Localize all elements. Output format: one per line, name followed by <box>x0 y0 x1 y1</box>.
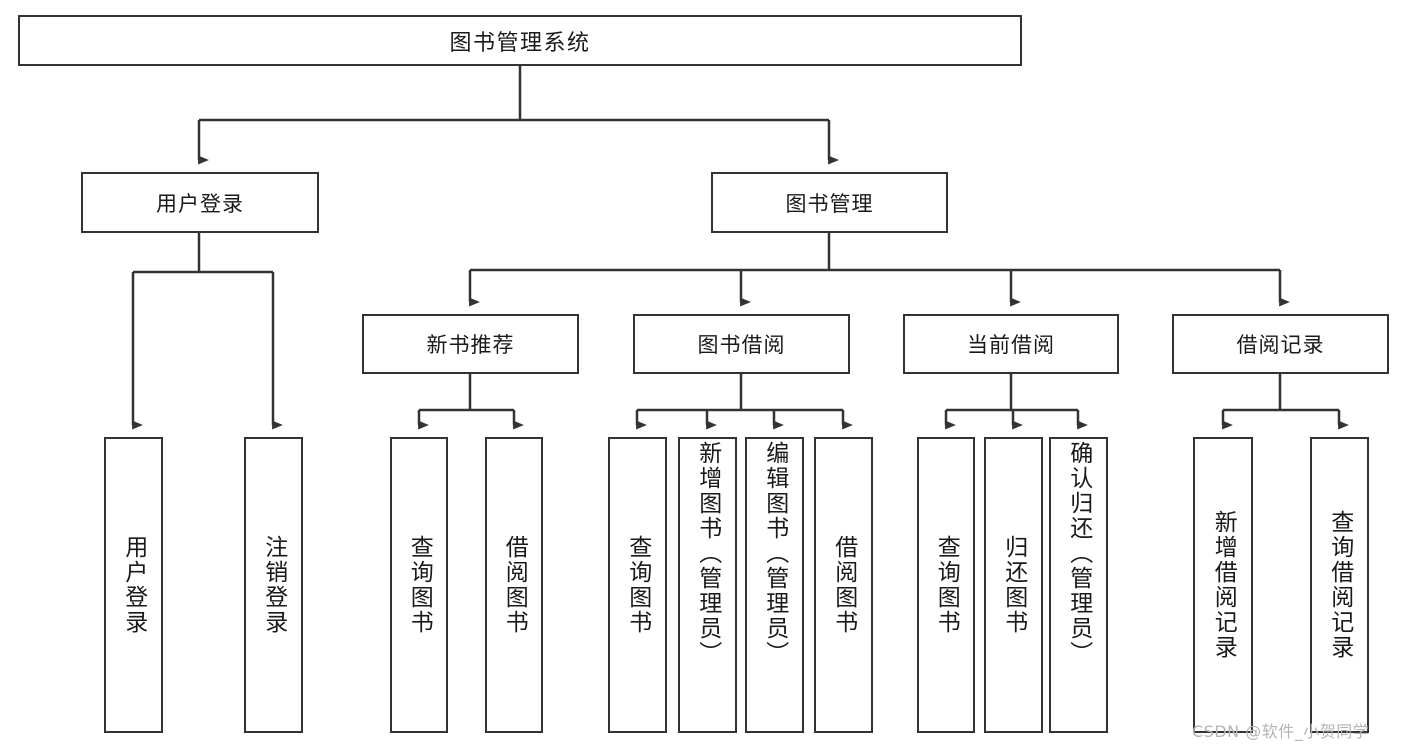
leaf-return-book[interactable]: 归还图书 <box>984 437 1043 733</box>
node-new-book-recommend[interactable]: 新书推荐 <box>362 314 579 374</box>
leaf-add-book-admin[interactable]: 新增图书（管理员） <box>678 437 737 733</box>
node-book-borrow[interactable]: 图书借阅 <box>633 314 850 374</box>
leaf-user-login[interactable]: 用户登录 <box>104 437 163 733</box>
node-label: 借阅记录 <box>1236 333 1325 357</box>
node-label: 编辑图书（管理员） <box>761 441 788 666</box>
leaf-add-borrow-record[interactable]: 新增借阅记录 <box>1193 437 1253 733</box>
leaf-borrow-book-bb[interactable]: 借阅图书 <box>814 437 873 733</box>
node-label: 图书借阅 <box>697 333 786 357</box>
node-label: 借阅图书 <box>501 535 528 635</box>
leaf-borrow-book-nb[interactable]: 借阅图书 <box>485 437 543 733</box>
node-current-borrow[interactable]: 当前借阅 <box>903 314 1119 374</box>
node-label: 用户登录 <box>120 535 147 635</box>
node-label: 图书管理系统 <box>449 30 591 56</box>
leaf-logout[interactable]: 注销登录 <box>244 437 303 733</box>
node-label: 注销登录 <box>260 535 287 635</box>
node-label: 归还图书 <box>1000 535 1027 635</box>
leaf-query-book-nb[interactable]: 查询图书 <box>390 437 448 733</box>
node-label: 新书推荐 <box>426 333 515 357</box>
leaf-query-borrow-record[interactable]: 查询借阅记录 <box>1310 437 1369 733</box>
node-label: 新增图书（管理员） <box>694 441 721 666</box>
node-label: 用户登录 <box>156 191 244 216</box>
leaf-edit-book-admin[interactable]: 编辑图书（管理员） <box>745 437 804 733</box>
node-label: 图书管理 <box>785 191 874 216</box>
node-label: 当前借阅 <box>967 333 1055 357</box>
leaf-query-book-bb[interactable]: 查询图书 <box>608 437 667 733</box>
node-borrow-record[interactable]: 借阅记录 <box>1172 314 1389 374</box>
leaf-confirm-return-admin[interactable]: 确认归还（管理员） <box>1049 437 1108 733</box>
node-root-system[interactable]: 图书管理系统 <box>18 15 1022 66</box>
watermark-text: CSDN @软件_小贺同学 <box>1192 722 1370 741</box>
node-label: 确认归还（管理员） <box>1065 441 1092 666</box>
node-label: 查询借阅记录 <box>1326 510 1353 660</box>
node-label: 借阅图书 <box>830 535 857 635</box>
node-label: 查询图书 <box>933 535 960 635</box>
node-user-login[interactable]: 用户登录 <box>81 172 319 233</box>
node-label: 查询图书 <box>406 535 433 635</box>
node-label: 新增借阅记录 <box>1210 510 1237 660</box>
node-label: 查询图书 <box>624 535 651 635</box>
leaf-query-book-cb[interactable]: 查询图书 <box>917 437 975 733</box>
node-book-management[interactable]: 图书管理 <box>711 172 948 233</box>
